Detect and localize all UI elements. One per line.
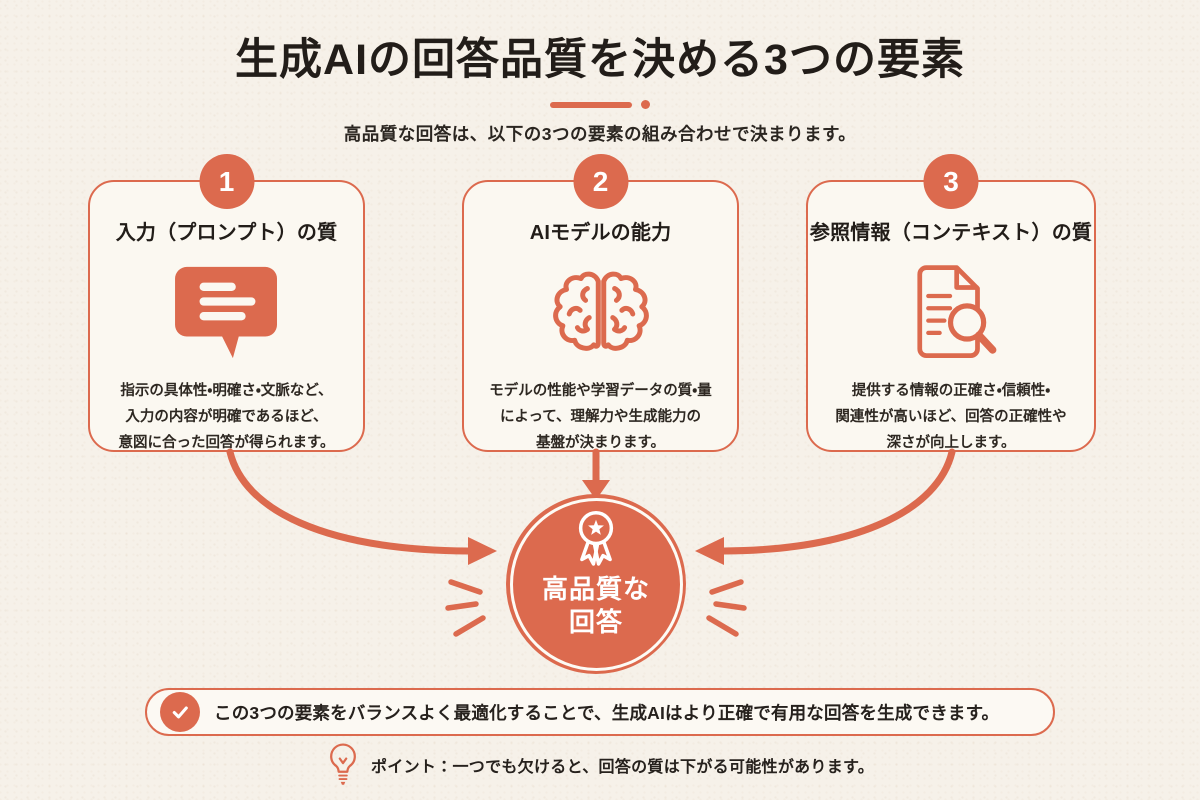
step-number-badge: 3 — [923, 154, 979, 209]
divider-dot — [641, 100, 650, 109]
quality-answer-label: 高品質な 回答 — [541, 574, 650, 638]
page-subtitle: 高品質な回答は、以下の3つの要素の組み合わせで決まります。 — [343, 124, 857, 144]
card-title: AIモデルの能力 — [529, 222, 672, 244]
point-text: ポイント：一つでも欠けると、回答の質は下がる可能性があります。 — [370, 759, 875, 776]
card-description: 指示の具体性・明確さ・文脈など、 入力の内容が明確であるほど、 意図に合った回答… — [118, 383, 335, 451]
brain-icon — [464, 249, 737, 377]
card-description: モデルの性能や学習データの質・量 によって、理解力や生成能力の 基盤が決まります… — [489, 383, 712, 451]
title-divider — [0, 100, 1200, 109]
divider-bar — [550, 101, 632, 108]
page-title: 生成AIの回答品質を決める3つの要素 — [235, 36, 965, 84]
speech-bubble-icon — [90, 249, 363, 377]
quality-answer-circle: 高品質な 回答 — [506, 494, 686, 674]
step-number-badge: 1 — [199, 154, 254, 209]
factor-card-prompt: 1 入力（プロンプト）の質 指示の具体性・明確さ・文脈など、 入力の内容が明確で… — [88, 154, 365, 452]
card-title: 入力（プロンプト）の質 — [115, 222, 338, 244]
card-description: 提供する情報の正確さ・信頼性・ 関連性が高いほど、回答の正確性や 深さが向上しま… — [835, 383, 1067, 451]
factor-card-context: 3 参照情報（コンテキスト）の質 提供する情報の正確さ・信頼性・ 関連性が高いほ… — [806, 154, 1096, 452]
point-note: ポイント：一つでも欠けると、回答の質は下がる可能性があります。 — [0, 742, 1200, 788]
arrow-left-curve — [226, 448, 472, 555]
arrow-right-curve — [720, 448, 956, 555]
card-title: 参照情報（コンテキスト）の質 — [809, 222, 1093, 244]
conclusion-text: この3つの要素をバランスよく最適化することで、生成AIはより正確で有用な回答を生… — [214, 702, 1000, 723]
arrowhead-right — [695, 537, 724, 565]
arrowhead-middle — [582, 480, 610, 500]
arrowhead-left — [468, 537, 497, 565]
check-icon — [160, 692, 200, 732]
emphasis-dashes — [445, 579, 747, 637]
flow-arrows — [226, 448, 956, 637]
document-search-icon — [808, 249, 1094, 377]
factor-card-model: 2 AIモデルの能力 モデルの性能や学習データの質・量 によって、理解力や生成能 — [462, 154, 739, 452]
step-number-badge: 2 — [573, 154, 628, 209]
medal-icon — [578, 511, 614, 566]
lightbulb-icon — [330, 743, 356, 785]
conclusion-banner: この3つの要素をバランスよく最適化することで、生成AIはより正確で有用な回答を生… — [145, 688, 1055, 736]
